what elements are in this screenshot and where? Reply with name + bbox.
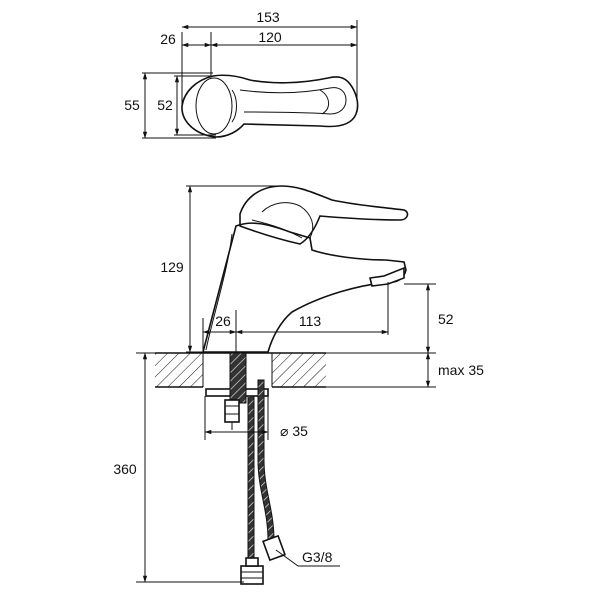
faucet-lever <box>239 185 409 245</box>
dim-52-side-label: 52 <box>438 311 454 327</box>
faucet-body <box>201 222 407 353</box>
dim-max35-label: max 35 <box>438 362 484 378</box>
dim-360-label: 360 <box>113 461 137 477</box>
top-view-body <box>195 77 233 135</box>
dim-26-top-label: 26 <box>160 31 176 47</box>
side-view: 129 26 113 52 max 35 ⌀ 35 360 G3/8 <box>113 185 484 585</box>
worktop-section-right <box>272 353 326 387</box>
worktop-section-left <box>155 353 203 387</box>
dim-129-label: 129 <box>160 259 184 275</box>
dim-153-label: 153 <box>256 9 280 25</box>
hose-nut-bottom <box>240 565 264 585</box>
connector-left <box>224 399 240 423</box>
dim-26-side-label: 26 <box>215 313 231 329</box>
flex-hose-2 <box>257 379 275 541</box>
dim-55-label: 55 <box>124 97 140 113</box>
flex-hose <box>247 395 255 561</box>
dim-diameter-label: ⌀ 35 <box>280 423 308 439</box>
top-view-lever-inner <box>239 87 347 115</box>
dim-113-label: 113 <box>299 313 322 329</box>
hose-nut-right <box>262 534 286 562</box>
thread-label: G3/8 <box>302 549 333 565</box>
dim-120-label: 120 <box>258 29 282 45</box>
dim-52-top-label: 52 <box>157 97 173 113</box>
top-view: 153 120 26 55 52 <box>124 9 359 139</box>
spout-aerator <box>369 266 405 287</box>
top-view-outline <box>181 74 359 138</box>
mounting-stud <box>229 352 247 404</box>
